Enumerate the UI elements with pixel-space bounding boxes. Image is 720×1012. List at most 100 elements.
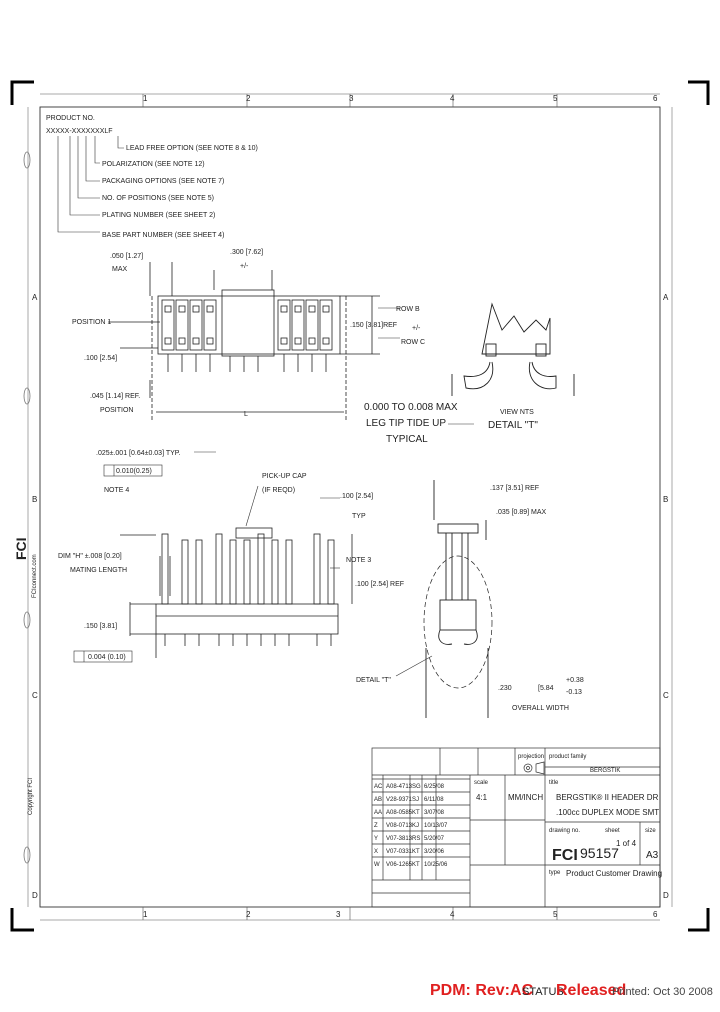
tb-sheet-label: sheet xyxy=(605,828,620,834)
tb-size-label: size xyxy=(645,828,656,834)
side-view-pin xyxy=(229,539,237,646)
revision-cell: AA xyxy=(374,810,382,816)
tb-drawing-no: 95157 xyxy=(580,845,619,861)
revision-cell: 10/25/06 xyxy=(424,862,448,868)
revision-cell: KT xyxy=(412,849,420,855)
revision-cell: 3/07/08 xyxy=(424,810,445,816)
revision-cell: Z xyxy=(374,823,378,829)
zone-top-4: 4 xyxy=(450,94,455,103)
revision-cell: V08-0713 xyxy=(386,823,413,829)
end-view-drawing xyxy=(423,480,493,718)
revision-cell: A08-4713 xyxy=(386,784,413,790)
end-dim-035: .035 [0.89] MAX xyxy=(496,509,547,516)
tb-scale: 4:1 xyxy=(476,793,488,802)
revision-cell: KJ xyxy=(412,823,419,829)
zone-right-c: C xyxy=(663,691,669,700)
svg-text:TYPICAL: TYPICAL xyxy=(386,434,428,445)
zone-bottom-3: 3 xyxy=(336,910,341,919)
product-line-2: POLARIZATION (SEE NOTE 12) xyxy=(102,161,205,168)
end-detail-label: DETAIL "T" xyxy=(356,677,391,684)
side-flatness: 0.004 (0.10) xyxy=(88,654,126,661)
printed-date: Printed: Oct 30 2008 xyxy=(612,986,713,998)
product-line-4: NO. OF POSITIONS (SEE NOTE 5) xyxy=(102,195,214,202)
side-view-pin xyxy=(181,539,189,646)
revision-cell: 10/13/07 xyxy=(424,823,448,829)
zone-left-b: B xyxy=(32,495,37,504)
dim-150-tol: +/- xyxy=(412,325,421,332)
top-view-contact xyxy=(277,299,291,372)
zone-bottom-1: 1 xyxy=(143,910,148,919)
product-no-title: PRODUCT NO. xyxy=(46,115,95,122)
revision-cell: SJ xyxy=(412,797,419,803)
product-line-1: LEAD FREE OPTION (SEE NOTE 8 & 10) xyxy=(126,145,258,152)
tb-projection-label: projection xyxy=(518,754,544,760)
pickup-cap-label-2: (IF REQD) xyxy=(262,487,295,494)
product-code-block: PRODUCT NO. XXXXX-XXXXXXXLF LEAD FREE OP… xyxy=(46,115,258,239)
side-note-3: NOTE 3 xyxy=(346,557,371,564)
svg-text:LEG TIP TIDE UP: LEG TIP TIDE UP xyxy=(366,418,446,429)
side-view-pin xyxy=(271,539,279,646)
side-view-pin xyxy=(327,539,335,646)
side-view-pin xyxy=(257,533,265,646)
end-overall-width: OVERALL WIDTH xyxy=(512,705,569,712)
tb-scale-label: scale xyxy=(474,780,489,786)
dim-300: .300 [7.62] xyxy=(230,249,263,256)
projection-symbol xyxy=(523,761,545,775)
tb-title-line-1: BERGSTIK® II HEADER DR xyxy=(556,793,659,802)
revision-cell: SG xyxy=(412,784,421,790)
revision-cell: Y xyxy=(374,836,378,842)
zone-top-3: 3 xyxy=(349,94,354,103)
side-dim-150: .150 [3.81] xyxy=(84,623,117,630)
revision-cell: A08-0585 xyxy=(386,810,413,816)
top-view-contact xyxy=(175,299,189,372)
fci-side-logo: FCI FCIconnect.com xyxy=(13,537,38,598)
tb-sheet: 1 of 4 xyxy=(616,839,637,848)
tb-size: A3 xyxy=(646,850,659,861)
tb-title-line-2: .100cc DUPLEX MODE SMT xyxy=(556,808,659,817)
end-dim-137: .137 [3.51] REF xyxy=(490,485,539,492)
leg-tip-note: 0.000 TO 0.008 MAX LEG TIP TIDE UP TYPIC… xyxy=(364,402,458,445)
zone-left-c: C xyxy=(32,691,38,700)
tb-type: Product Customer Drawing xyxy=(566,869,662,878)
revision-cell: 5/20/07 xyxy=(424,836,445,842)
dim-050-max: MAX xyxy=(112,266,128,273)
tolerance-fcf: 0.010(0.25) xyxy=(116,468,152,475)
zone-bottom-6: 6 xyxy=(653,910,658,919)
end-dim-230-mm: [5.84 xyxy=(538,685,554,692)
status-value: Released xyxy=(556,982,627,999)
tb-drawing-no-label: drawing no. xyxy=(549,828,580,834)
product-no-code: XXXXX-XXXXXXXLF xyxy=(46,128,113,135)
revision-cell: V07-3813 xyxy=(386,836,413,842)
zone-bottom-2: 2 xyxy=(246,910,251,919)
dim-050: .050 [1.27] xyxy=(110,253,143,260)
row-b-label: ROW B xyxy=(396,306,420,313)
svg-text:FCI: FCI xyxy=(552,847,578,864)
detail-t-view xyxy=(451,302,575,396)
zone-top-1: 1 xyxy=(143,94,148,103)
revision-cell: AC xyxy=(374,784,383,790)
row-c-label: ROW C xyxy=(401,339,425,346)
pickup-cap-label: PICK-UP CAP xyxy=(262,473,307,480)
zone-top-5: 5 xyxy=(553,94,558,103)
position-1-label: POSITION 1 xyxy=(72,319,111,326)
side-dim-typ: TYP xyxy=(352,513,366,520)
zone-right-d: D xyxy=(663,891,669,900)
fci-logo: FCI xyxy=(552,847,578,864)
tb-product-family-label: product family xyxy=(549,754,586,760)
top-view-contact xyxy=(291,299,305,372)
revision-cell: AB xyxy=(374,797,382,803)
crop-marks xyxy=(10,80,710,932)
side-view-pin xyxy=(195,539,203,646)
dim-045: .045 [1.14] REF. xyxy=(90,393,140,400)
zone-bottom-5: 5 xyxy=(553,910,558,919)
revision-cell: RS xyxy=(412,836,420,842)
dim-100: .100 [2.54] xyxy=(84,355,117,362)
product-line-5: PLATING NUMBER (SEE SHEET 2) xyxy=(102,212,215,219)
side-view-pin xyxy=(161,533,169,646)
dim-300-tol: +/- xyxy=(240,263,249,270)
outer-border xyxy=(39,106,661,908)
side-dim-100: .100 [2.54] xyxy=(340,493,373,500)
tb-title-label: title xyxy=(549,780,559,786)
